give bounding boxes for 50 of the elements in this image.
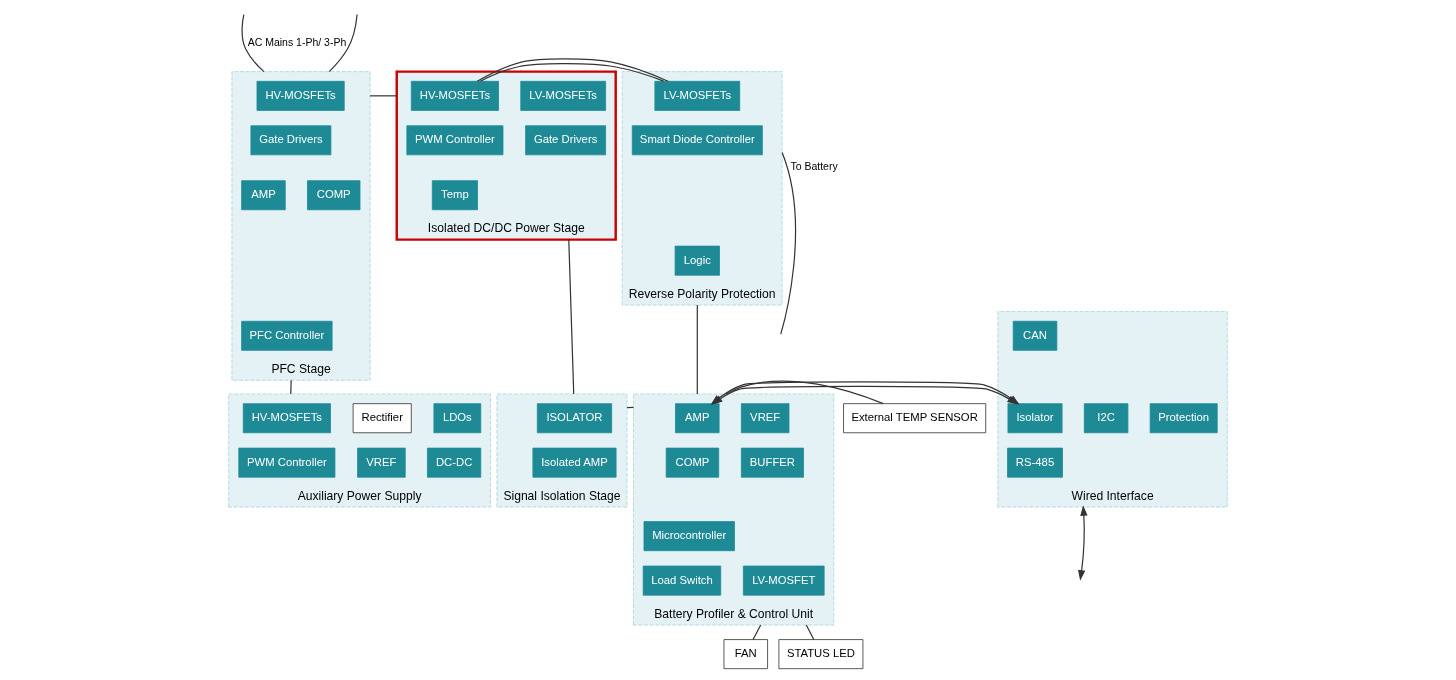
node-box: Load Switch: [642, 565, 722, 596]
node-box: LDOs: [433, 403, 482, 434]
connector: [568, 239, 575, 395]
node-box: Gate Drivers: [250, 125, 332, 156]
node-box: HV-MOSFETs: [242, 403, 331, 434]
node-box: LV-MOSFET: [742, 565, 825, 596]
node-box: Protection: [1149, 403, 1218, 434]
node-box: PWM Controller: [238, 447, 336, 478]
node-box: Logic: [674, 245, 720, 276]
node-box: Rectifier: [352, 403, 412, 434]
node-box: Isolated AMP: [532, 447, 617, 478]
connector: [805, 624, 815, 641]
node-box: FAN: [723, 639, 768, 670]
node-box: HV-MOSFETs: [256, 80, 345, 111]
node-box: LV-MOSFETs: [654, 80, 741, 111]
node-box: PWM Controller: [406, 125, 504, 156]
node-box: STATUS LED: [778, 639, 864, 670]
node-box: VREF: [357, 447, 406, 478]
node-box: CAN: [1012, 320, 1058, 351]
node-box: LV-MOSFETs: [520, 80, 606, 111]
node-box: Isolator: [1007, 403, 1063, 434]
arrow: [1078, 505, 1088, 581]
node-box: RS-485: [1007, 447, 1063, 478]
connector: [725, 380, 884, 405]
node-box: Microcontroller: [643, 521, 735, 552]
connector: [241, 13, 265, 73]
connector: [369, 95, 398, 97]
node-box: COMP: [307, 180, 361, 211]
node-box: DC-DC: [427, 447, 482, 478]
node-box: I2C: [1083, 403, 1129, 434]
node-box: PFC Controller: [241, 320, 333, 351]
node-box: External TEMP SENSOR: [843, 403, 987, 434]
connector: [780, 151, 797, 335]
connector: [696, 304, 698, 395]
node-box: AMP: [241, 180, 286, 211]
node-box: HV-MOSFETs: [410, 80, 499, 111]
connector: [752, 624, 762, 641]
node-box: VREF: [740, 403, 790, 434]
node-box: AMP: [675, 403, 720, 434]
connector: [328, 13, 358, 73]
edge-label: AC Mains 1-Ph/ 3-Ph: [247, 36, 347, 49]
edge-label: To Battery: [790, 160, 838, 173]
connector: [476, 58, 669, 82]
connector: [290, 379, 292, 395]
node-box: Smart Diode Controller: [631, 125, 763, 156]
node-box: Gate Drivers: [525, 125, 606, 156]
node-box: ISOLATOR: [536, 403, 613, 434]
node-box: BUFFER: [740, 447, 804, 478]
node-box: Temp: [431, 180, 478, 211]
node-box: COMP: [665, 447, 720, 478]
